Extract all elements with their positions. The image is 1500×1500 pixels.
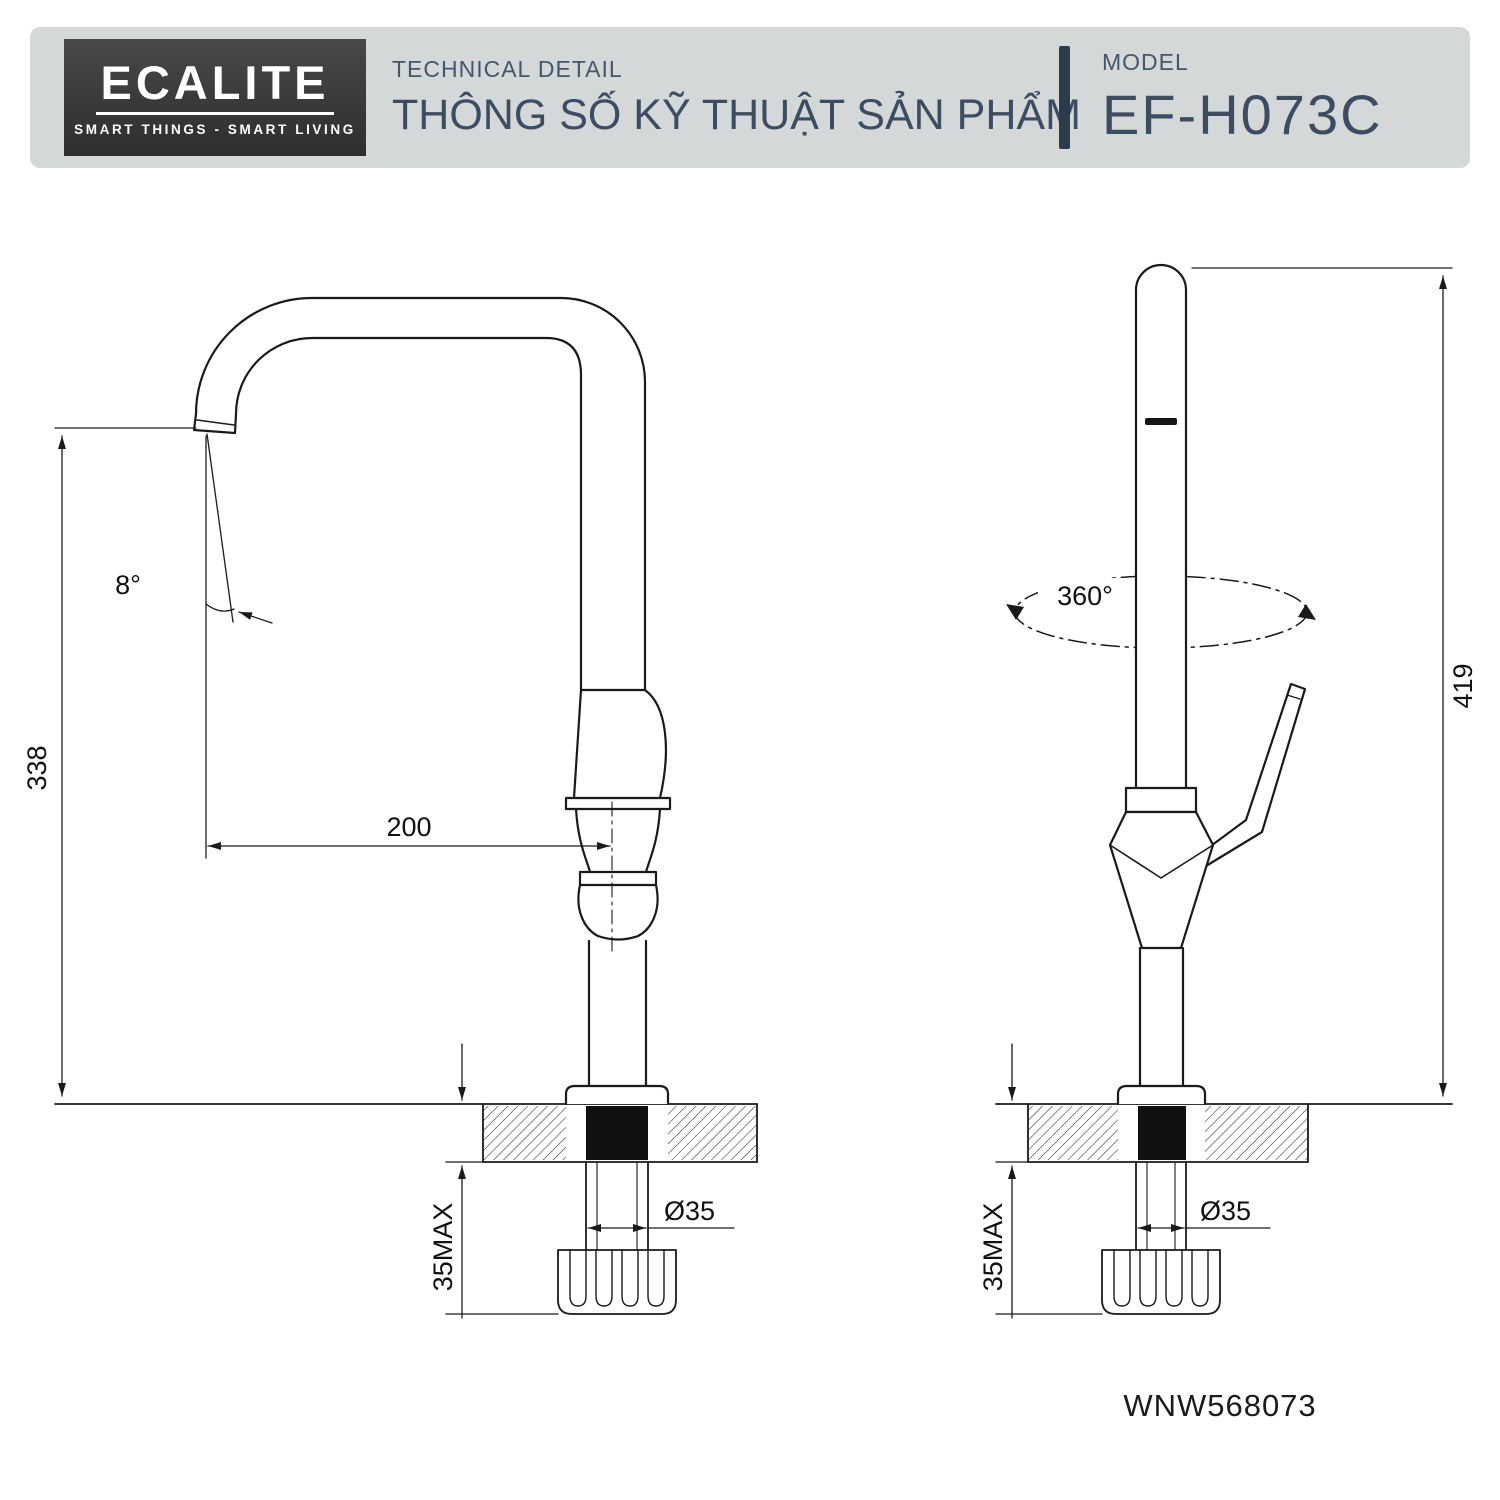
faucet-body-front	[1108, 786, 1215, 1106]
dim-height-338: 338	[22, 427, 197, 1097]
dim-reach-200: 200	[205, 435, 613, 953]
dim-deck-35max-right: 35MAX	[978, 1043, 1103, 1319]
shank-cross-section-left	[586, 1106, 648, 1160]
dim-deck-35max-left: 35MAX	[428, 1043, 559, 1319]
dim-hole-35-left: Ø35	[587, 1196, 735, 1232]
header-bar: ECALITE SMART THINGS - SMART LIVING TECH…	[30, 27, 1470, 168]
brand-name: ECALITE	[100, 55, 330, 109]
dim-label-200: 200	[386, 812, 431, 842]
dim-label-35max-right: 35MAX	[978, 1203, 1008, 1292]
base-flange-left	[564, 1084, 670, 1106]
dim-label-hole-right: Ø35	[1200, 1196, 1251, 1226]
brand-tagline: SMART THINGS - SMART LIVING	[74, 121, 356, 137]
faucet-side-view: 338 200 8° 35MAX Ø35	[22, 296, 758, 1319]
spout-aerator	[196, 419, 235, 426]
dim-label-35max-left: 35MAX	[428, 1203, 458, 1292]
faucet-front-view: 360°	[978, 263, 1478, 1319]
rotation-arrow-left	[1006, 604, 1024, 620]
mounting-hardware-left	[557, 1161, 677, 1315]
aerator-front	[1145, 418, 1177, 425]
dim-label-419: 419	[1448, 663, 1478, 708]
countertop-right	[995, 1103, 1453, 1163]
dim-label-angle: 8°	[115, 570, 141, 600]
mounting-hardware-right	[1101, 1161, 1221, 1315]
model-block: MODEL EF-H073C	[1070, 49, 1470, 147]
dim-label-360: 360°	[1057, 581, 1113, 611]
model-label: MODEL	[1102, 48, 1189, 75]
dim-angle-8: 8°	[115, 433, 273, 624]
brand-logo: ECALITE SMART THINGS - SMART LIVING	[64, 39, 366, 156]
sheet-titles: TECHNICAL DETAIL THÔNG SỐ KỸ THUẬT SẢN P…	[392, 55, 1081, 140]
riser-pipe	[1134, 263, 1188, 790]
header-divider	[1059, 46, 1070, 149]
part-number: WNW568073	[1123, 1388, 1317, 1423]
model-number: EF-H073C	[1102, 82, 1383, 146]
base-flange-right	[1116, 1084, 1207, 1106]
logo-underline	[96, 111, 334, 115]
dim-hole-35-right: Ø35	[1137, 1196, 1271, 1232]
sheet-title-en: TECHNICAL DETAIL	[392, 55, 623, 82]
rotation-arrow-right	[1298, 604, 1316, 620]
faucet-body-side	[564, 688, 672, 1106]
dim-label-hole-left: Ø35	[664, 1196, 715, 1226]
dim-height-419: 419	[1191, 267, 1478, 1097]
dim-label-338: 338	[22, 745, 52, 790]
shank-cross-section-right	[1138, 1106, 1186, 1160]
spout-outline	[192, 296, 647, 692]
countertop-left	[54, 1103, 758, 1163]
sheet-title-vi: THÔNG SỐ KỸ THUẬT SẢN PHẨM	[392, 90, 1081, 139]
handle-lever	[1198, 682, 1307, 868]
